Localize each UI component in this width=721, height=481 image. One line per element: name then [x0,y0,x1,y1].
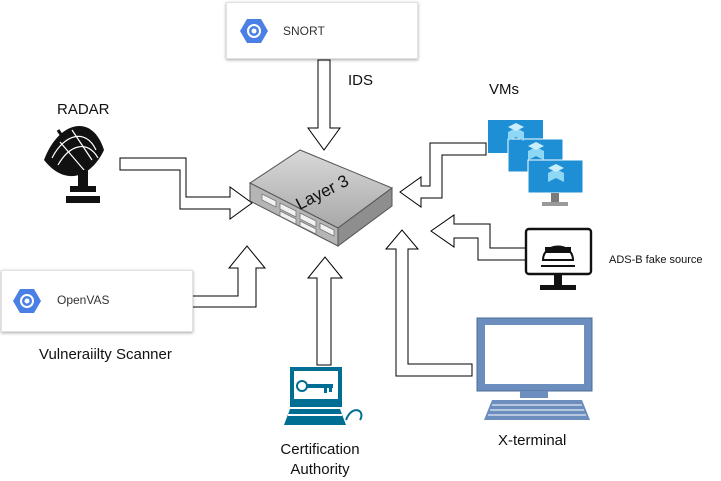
openvas-label: OpenVAS [57,293,110,307]
gcp-service-icon [13,289,41,313]
openvas-card[interactable]: OpenVAS [1,270,193,332]
certificate-authority-icon [284,367,363,425]
ids-label: IDS [348,72,374,89]
vms-icon [488,120,584,206]
hacker-monitor-icon [524,227,593,290]
xterminal-icon [476,317,593,420]
snort-label: SNORT [283,24,325,38]
snort-card[interactable]: SNORT [226,2,418,59]
ca-label-line2: Authority [290,461,350,478]
arrow-xterm-to-switch [384,229,473,377]
radar-icon [44,126,104,203]
radar-label: RADAR [57,101,110,118]
xterm-label: X-terminal [498,432,567,449]
arrow-vms-to-switch [399,142,487,208]
gcp-service-icon [240,19,268,43]
ca-label-line1: Certification [280,441,360,458]
scanner-label: Vulneraiilty Scanner [39,346,172,363]
arrow-ids-to-switch [307,59,341,151]
arrow-openvas-to-switch [191,245,267,308]
vms-label: VMs [489,81,519,98]
arrow-ca-to-switch [306,256,344,366]
adsb-label: ADS-B fake source [609,254,703,266]
arrow-adsb-to-switch [430,214,527,261]
arrow-radar-to-switch [119,157,253,220]
layer3-switch [249,149,394,247]
